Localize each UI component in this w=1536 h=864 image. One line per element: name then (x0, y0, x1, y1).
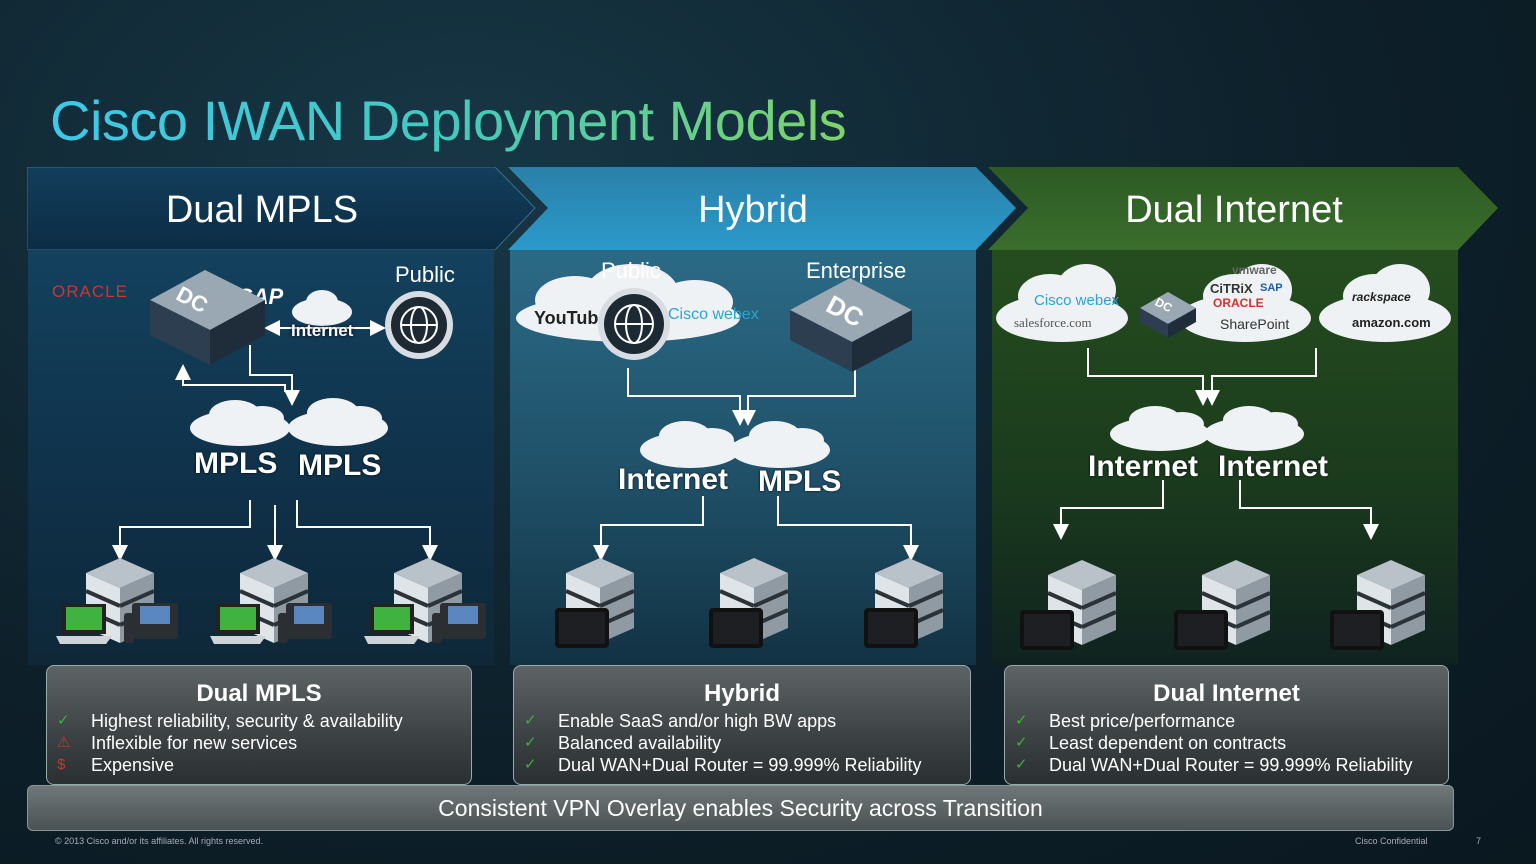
list-item: ✓ Balanced availability (522, 732, 922, 754)
citrix-logo: CiTRiX (1210, 281, 1253, 296)
check-icon: ✓ (524, 734, 537, 751)
header-dual-internet: Dual Internet (988, 167, 1500, 250)
oracle-logo: ORACLE (52, 282, 128, 301)
info-box-dual-mpls: Dual MPLS ✓ Highest reliability, security… (46, 665, 472, 785)
dollar-icon: $ (57, 756, 66, 773)
point-text: Dual WAN+Dual Router = 99.999% Reliabili… (1049, 755, 1413, 775)
check-icon: ✓ (1015, 712, 1028, 729)
list-item: ⚠ Inflexible for new services (55, 732, 403, 754)
check-icon: ✓ (1015, 756, 1028, 773)
vpn-overlay-banner: Consistent VPN Overlay enables Security … (27, 785, 1454, 831)
header-label: Hybrid (698, 189, 808, 231)
point-text: Balanced availability (558, 733, 722, 753)
sap-logo: SAP (1260, 282, 1283, 294)
slide-title: Cisco IWAN Deployment Models (50, 89, 847, 152)
list-item: ✓ Least dependent on contracts (1013, 732, 1413, 754)
confidential-label: Cisco Confidential (1355, 836, 1428, 846)
check-icon: ✓ (57, 712, 70, 729)
box-title: Hybrid (703, 680, 780, 707)
salesforce-logo: salesforce.com (1014, 315, 1092, 330)
header-arrow-shape (988, 167, 1498, 250)
list-item: ✓ Highest reliability, security & availab… (55, 710, 403, 732)
point-text: Highest reliability, security & availabi… (91, 711, 403, 731)
list-item: ✓ Dual WAN+Dual Router = 99.999% Reliabil… (522, 754, 922, 776)
check-icon: ✓ (524, 756, 537, 773)
info-box-hybrid: Hybrid ✓Enable SaaS and/or high BW apps … (513, 665, 971, 785)
internet-label: Internet (291, 321, 354, 340)
enterprise-label: Enterprise (806, 258, 907, 283)
list-item: ✓ Dual WAN+Dual Router = 99.999% Reliabil… (1013, 754, 1413, 776)
public-label: Public (601, 258, 661, 283)
public-label: Public (395, 262, 455, 287)
header-arrow-shape (508, 167, 1016, 250)
list-item: ✓ Best price/performance (1013, 710, 1413, 732)
point-text: Inflexible for new services (91, 733, 298, 753)
vmware-logo: vmware (1232, 263, 1277, 277)
warning-icon: ⚠ (57, 734, 71, 751)
internet-cloud-label-2: Internet (1218, 450, 1329, 483)
list-item: ✓ Enable SaaS and/or high BW apps (522, 710, 922, 732)
amazon-logo: amazon.com (1352, 315, 1431, 330)
list-item: $ Expensive (55, 754, 403, 776)
mpls-cloud-label: MPLS (758, 465, 842, 498)
box-title: Dual MPLS (196, 680, 322, 707)
sharepoint-logo: SharePoint (1220, 316, 1290, 332)
header-dual-mpls: Dual MPLS (27, 167, 537, 250)
point-text: Best price/performance (1049, 711, 1236, 731)
oracle-logo: ORACLE (1213, 296, 1264, 310)
header-arrow-shape (27, 167, 536, 250)
point-text: Expensive (91, 755, 175, 775)
check-icon: ✓ (524, 712, 537, 729)
youtube-logo: YouTube (534, 308, 609, 328)
page-number: 7 (1476, 836, 1482, 846)
point-text: Enable SaaS and/or high BW apps (558, 711, 837, 731)
header-label: Dual MPLS (165, 189, 359, 231)
header-label: Dual Internet (1125, 189, 1343, 231)
mpls-cloud-label-1: MPLS (194, 447, 278, 480)
webex-logo: Cisco webex (668, 306, 759, 323)
mpls-cloud-label-2: MPLS (298, 449, 382, 482)
copyright-footer: © 2013 Cisco and/or its affiliates. All … (55, 836, 264, 846)
point-text: Least dependent on contracts (1049, 733, 1287, 753)
internet-cloud-label-1: Internet (1088, 450, 1199, 483)
info-box-dual-internet: Dual Internet ✓ Best price/performance ✓ L… (1004, 665, 1449, 785)
rackspace-logo: rackspace (1352, 290, 1411, 304)
check-icon: ✓ (1015, 734, 1028, 751)
webex-logo: Cisco webex (1034, 292, 1120, 309)
internet-cloud-label: Internet (618, 463, 729, 496)
box-title: Dual Internet (1153, 680, 1300, 707)
point-text: Dual WAN+Dual Router = 99.999% Reliabili… (558, 755, 922, 775)
header-hybrid: Hybrid (508, 167, 1018, 250)
